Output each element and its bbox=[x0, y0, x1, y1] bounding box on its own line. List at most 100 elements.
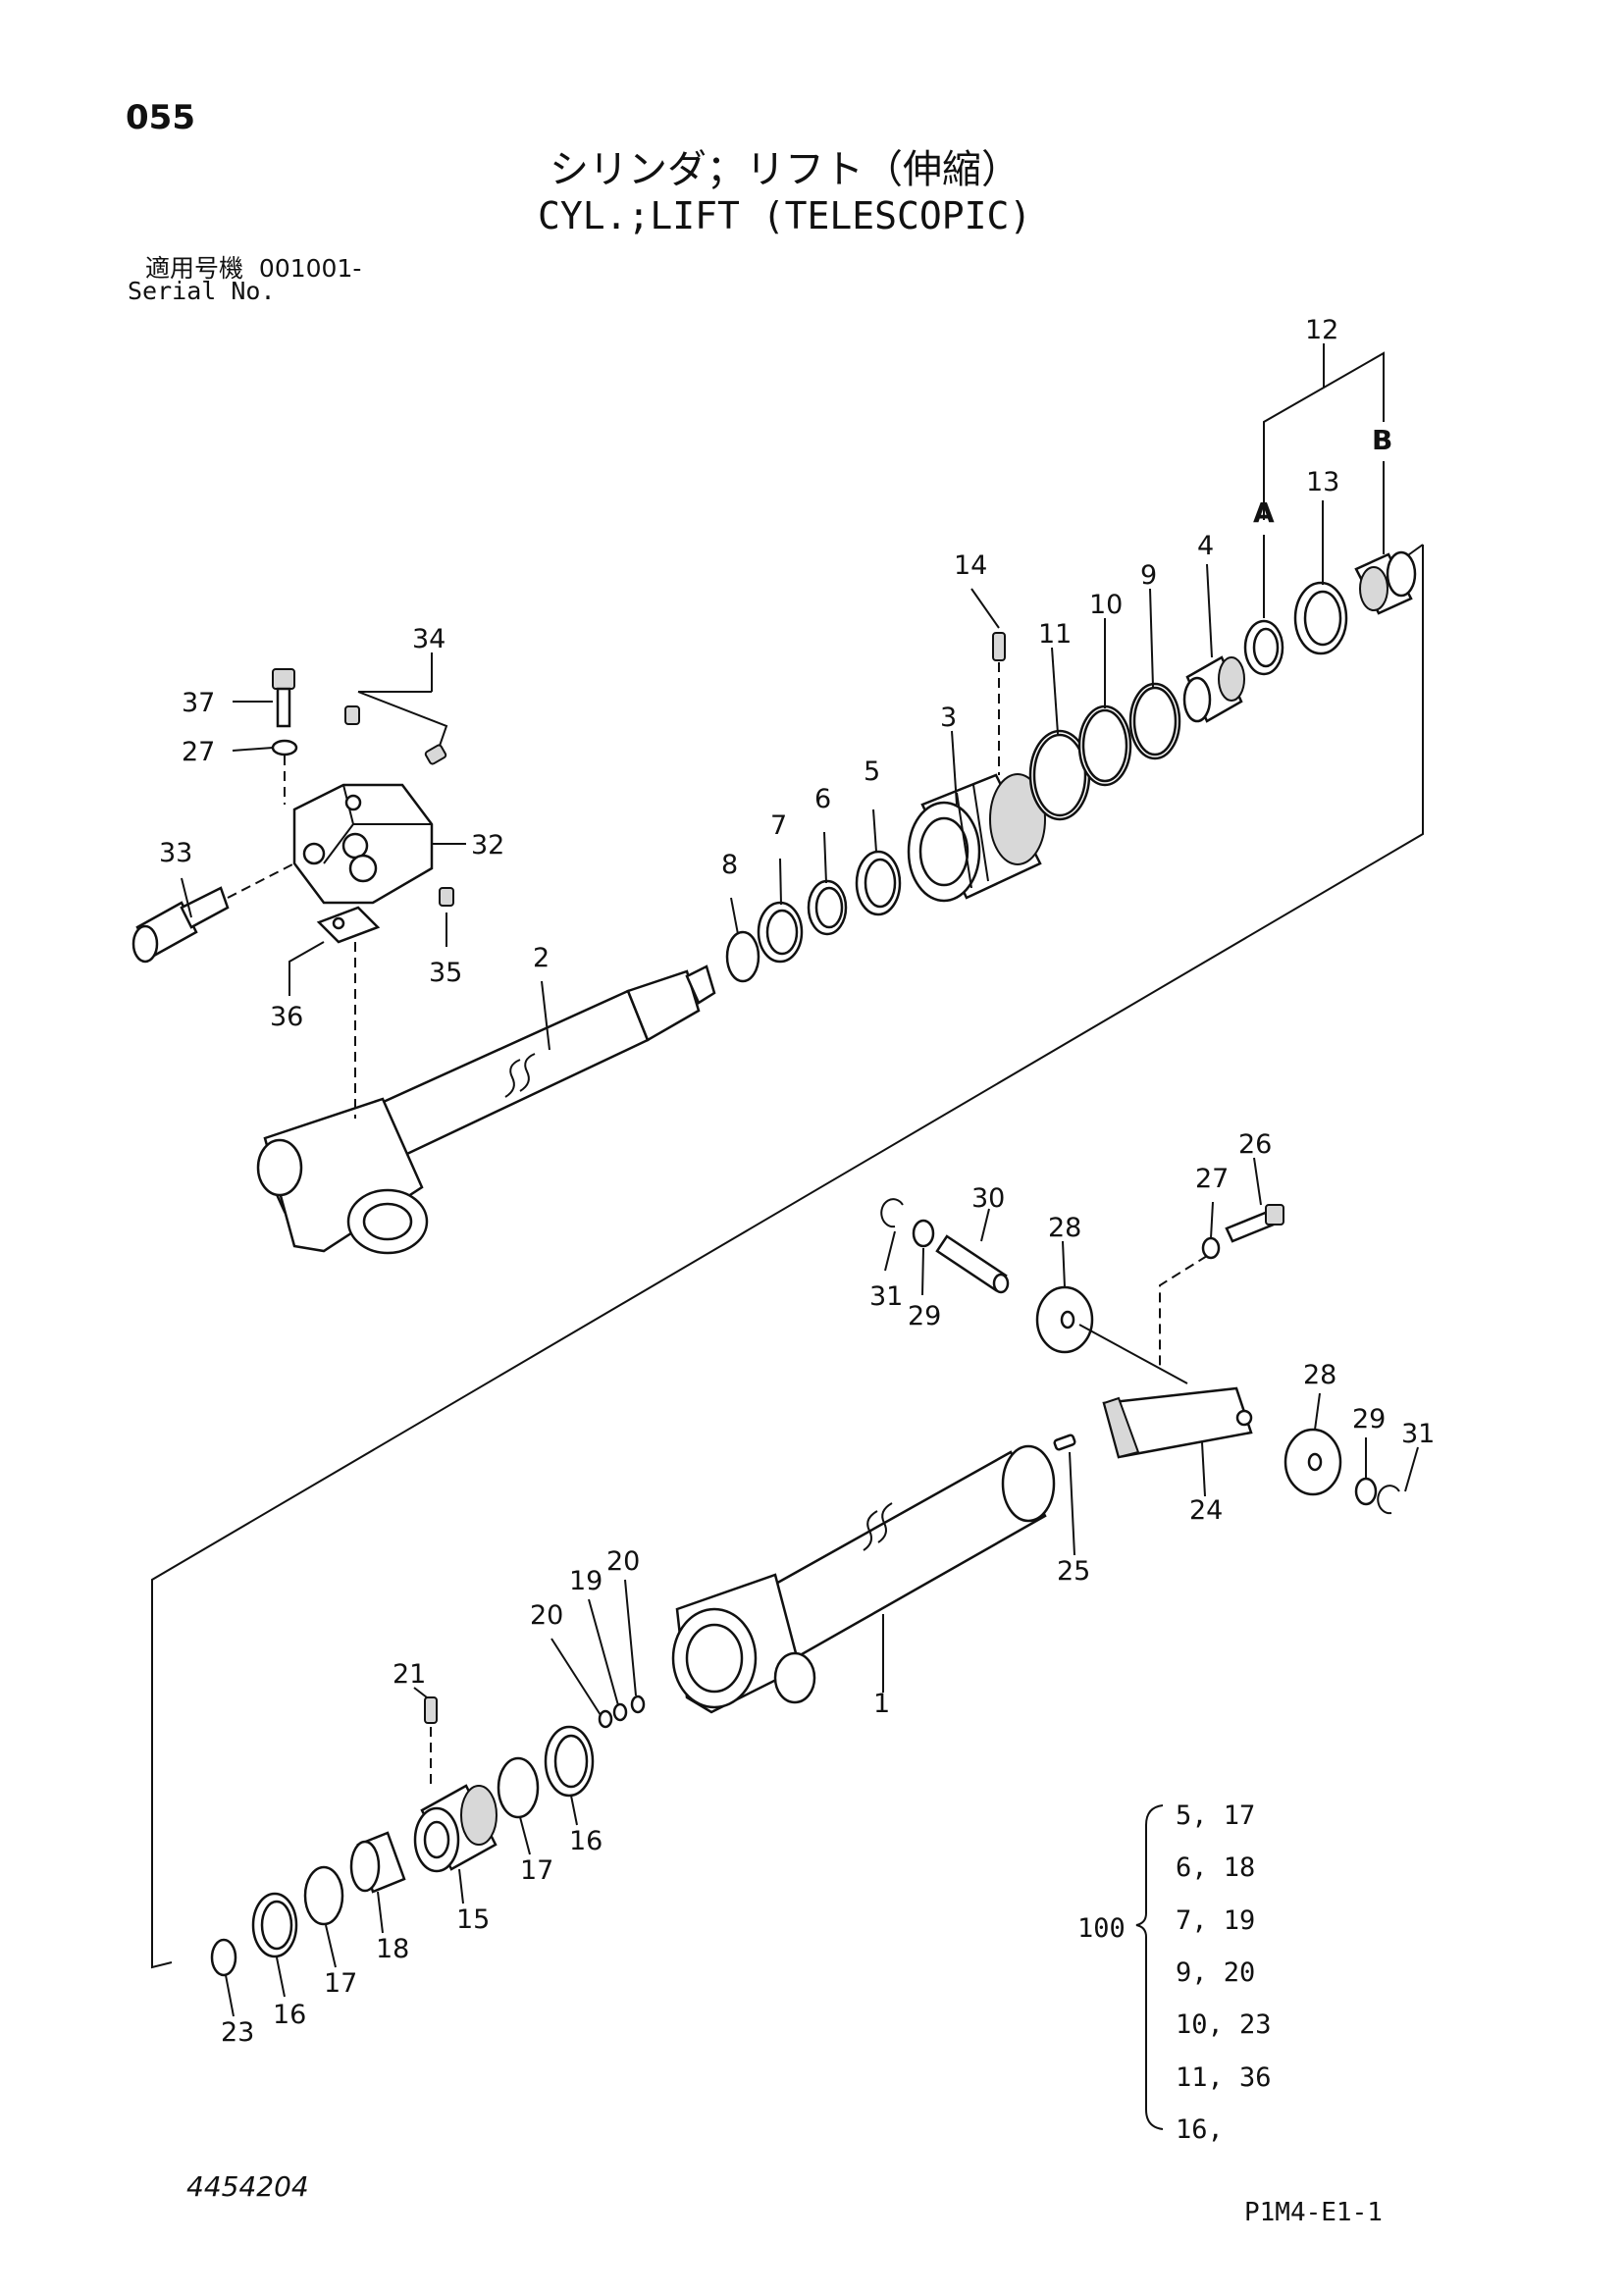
backup-ring-part-10 bbox=[1077, 704, 1132, 787]
callout-8: 8 bbox=[721, 850, 738, 880]
callout-3: 3 bbox=[940, 703, 957, 733]
document-id: 4454204 bbox=[186, 2170, 309, 2203]
fitting-part-33 bbox=[131, 886, 230, 964]
valve-block-part-32 bbox=[292, 783, 434, 905]
o-ring-part-11 bbox=[1028, 729, 1091, 821]
ring-part-20-right bbox=[630, 1695, 646, 1714]
callout-32: 32 bbox=[471, 830, 504, 861]
callout-4: 4 bbox=[1197, 531, 1214, 561]
callout-28-lower: 28 bbox=[1303, 1360, 1336, 1390]
callout-27-lower: 27 bbox=[1195, 1164, 1229, 1194]
callout-15: 15 bbox=[456, 1904, 490, 1935]
wiper-ring-part-13 bbox=[1293, 581, 1348, 655]
callout-36: 36 bbox=[270, 1002, 303, 1032]
group-12-bracket bbox=[1263, 343, 1385, 520]
kit-row-2: 6, 18 bbox=[1176, 1852, 1256, 1883]
pin-part-30 bbox=[935, 1234, 1010, 1294]
bolt-guide-26 bbox=[1159, 1255, 1208, 1369]
callout-30: 30 bbox=[971, 1183, 1005, 1214]
bolt-part-37 bbox=[272, 668, 295, 728]
kit-row-1: 5, 17 bbox=[1176, 1800, 1256, 1831]
callout-11: 11 bbox=[1038, 619, 1072, 650]
callout-17-upper: 17 bbox=[520, 1855, 553, 1886]
callout-25: 25 bbox=[1057, 1556, 1090, 1587]
callout-34: 34 bbox=[412, 624, 445, 654]
group-label-b: B bbox=[1372, 424, 1392, 456]
callout-5: 5 bbox=[864, 756, 880, 787]
plug-part-35 bbox=[439, 887, 454, 907]
callout-10: 10 bbox=[1089, 590, 1123, 620]
piston-part-15 bbox=[413, 1784, 498, 1873]
ring-part-23 bbox=[210, 1938, 237, 1977]
callout-labels: 12 B A 13 4 9 10 11 14 3 5 6 7 8 2 34 37… bbox=[159, 315, 1435, 2048]
callout-7: 7 bbox=[770, 810, 787, 841]
callout-26: 26 bbox=[1238, 1129, 1272, 1160]
sheet-code: P1M4-E1-1 bbox=[1244, 2198, 1383, 2227]
page-number: 055 bbox=[126, 98, 195, 137]
kit-brace bbox=[1135, 1804, 1164, 2130]
callout-21: 21 bbox=[393, 1659, 426, 1690]
callout-33: 33 bbox=[159, 838, 192, 868]
callout-16-upper: 16 bbox=[569, 1826, 602, 1856]
callout-16-lower: 16 bbox=[273, 2000, 306, 2030]
callout-12: 12 bbox=[1305, 315, 1338, 345]
title-english: CYL.;LIFT (TELESCOPIC) bbox=[538, 194, 1032, 237]
seal-part-16-upper bbox=[544, 1725, 595, 1798]
washer-part-27-upper bbox=[271, 739, 298, 756]
seal-part-7 bbox=[757, 901, 804, 964]
serial-label-jp-text: 適用号機 bbox=[145, 254, 244, 283]
callout-37: 37 bbox=[182, 688, 215, 718]
serial-label-en: Serial No. bbox=[128, 277, 276, 305]
leader-lines bbox=[181, 461, 1419, 2017]
kit-row-4: 9, 20 bbox=[1176, 1957, 1256, 1988]
kit-row-7: 16, bbox=[1176, 2114, 1224, 2145]
bushing-part-b bbox=[1354, 550, 1417, 615]
callout-20-right: 20 bbox=[606, 1546, 640, 1577]
piston-rod-part-2 bbox=[256, 965, 716, 1255]
snap-ring-part-31-lower bbox=[1377, 1485, 1400, 1515]
callout-27-upper: 27 bbox=[182, 737, 215, 767]
callout-31-lower: 31 bbox=[1401, 1419, 1435, 1449]
kit-row-6: 11, 36 bbox=[1176, 2062, 1272, 2093]
title-japanese: シリンダ；リフト（伸縮） bbox=[550, 147, 1021, 192]
callout-1: 1 bbox=[873, 1689, 890, 1719]
callout-35: 35 bbox=[429, 958, 462, 988]
callout-29-lower: 29 bbox=[1352, 1404, 1386, 1434]
bracket-part-24 bbox=[1102, 1386, 1253, 1459]
spacer-part-28-lower bbox=[1283, 1428, 1342, 1496]
cylinder-tube-part-1 bbox=[671, 1444, 1056, 1714]
snap-ring-part-31-upper bbox=[880, 1198, 904, 1228]
washer-part-27-lower bbox=[1201, 1236, 1221, 1260]
callout-2: 2 bbox=[533, 943, 550, 973]
serial-value: 001001- bbox=[258, 254, 362, 283]
plug-part-34-side bbox=[424, 744, 447, 765]
callout-29-upper: 29 bbox=[908, 1301, 941, 1331]
callout-23: 23 bbox=[221, 2017, 254, 2048]
callout-14: 14 bbox=[954, 550, 987, 581]
ring-part-17-lower bbox=[303, 1865, 344, 1926]
serial-label-jp: 適用号機 001001- bbox=[145, 249, 361, 285]
callout-18: 18 bbox=[376, 1934, 409, 1964]
callout-6: 6 bbox=[814, 784, 831, 814]
washer-part-29-lower bbox=[1354, 1477, 1378, 1506]
seal-part-a bbox=[1243, 619, 1284, 676]
callout-13: 13 bbox=[1306, 467, 1339, 497]
callout-31-upper: 31 bbox=[869, 1281, 903, 1312]
gasket-part-36 bbox=[316, 906, 381, 944]
kit-row-3: 7, 19 bbox=[1176, 1905, 1256, 1936]
pin-guide-28 bbox=[1078, 1324, 1188, 1384]
ring-part-6 bbox=[807, 879, 848, 936]
callout-24: 24 bbox=[1189, 1495, 1223, 1526]
washer-part-29-upper bbox=[912, 1219, 935, 1248]
bolt-part-26 bbox=[1225, 1204, 1284, 1243]
set-screw-part-14 bbox=[992, 632, 1006, 775]
gland-part-3 bbox=[907, 773, 1046, 903]
o-ring-part-9 bbox=[1128, 682, 1181, 760]
ring-part-19 bbox=[612, 1702, 628, 1722]
callout-17-lower: 17 bbox=[324, 1968, 357, 1999]
callout-20-left: 20 bbox=[530, 1600, 563, 1631]
wear-ring-part-18 bbox=[349, 1831, 406, 1894]
set-screw-part-21 bbox=[424, 1696, 438, 1786]
group-34-bracket bbox=[357, 691, 448, 747]
